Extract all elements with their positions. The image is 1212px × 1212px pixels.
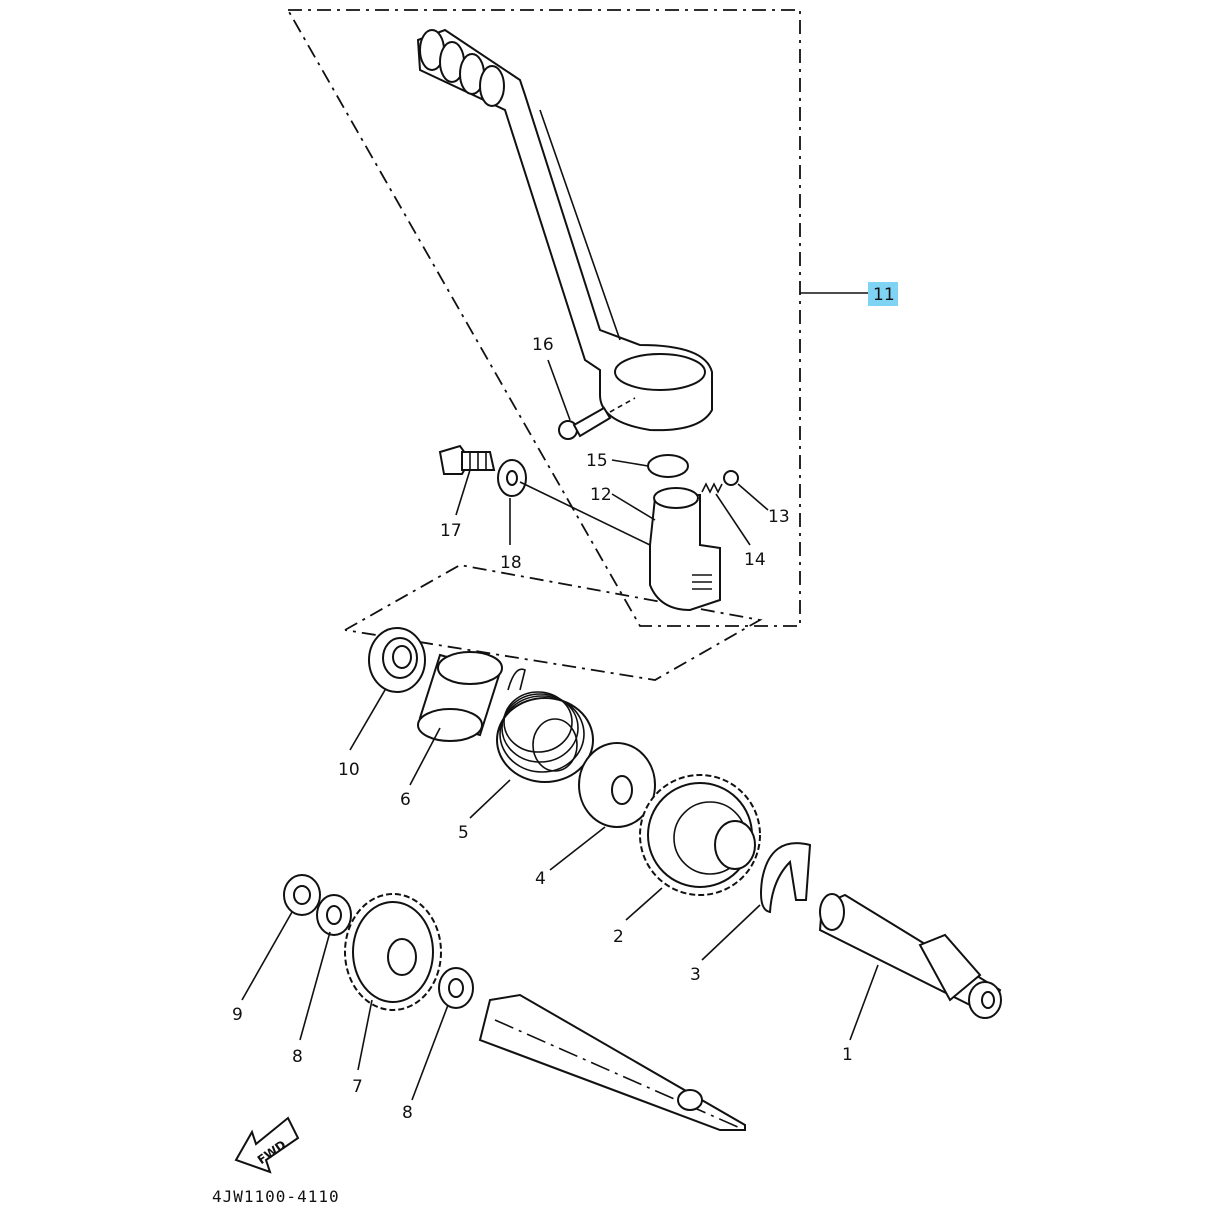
ball-13 <box>723 470 739 486</box>
bolt-17 <box>438 444 496 475</box>
leader-lines <box>241 292 879 1101</box>
o-ring-15 <box>647 454 689 478</box>
callout-10: 10 <box>338 760 360 780</box>
callout-2: 2 <box>613 927 624 947</box>
spring-14 <box>701 482 723 494</box>
bushing-6 <box>417 651 503 742</box>
circlip-3 <box>760 842 812 914</box>
washer-18 <box>497 459 527 497</box>
callout-16: 16 <box>532 335 554 355</box>
callout-5: 5 <box>458 823 469 843</box>
kick-lever <box>416 28 713 432</box>
washer-4 <box>578 742 656 828</box>
callout-9: 9 <box>232 1005 243 1025</box>
kick-axle-1 <box>818 893 1002 1019</box>
washer-8-lower <box>438 967 474 1009</box>
assembly-label: 11 <box>873 285 895 305</box>
callout-3: 3 <box>690 965 701 985</box>
callout-labels: 1 2 3 4 5 6 7 8 8 9 10 12 13 14 15 16 17… <box>232 335 853 1123</box>
washer-8-upper <box>316 894 352 936</box>
callout-12: 12 <box>590 485 612 505</box>
torsion-spring-5 <box>496 668 594 783</box>
callout-6: 6 <box>400 790 411 810</box>
callout-13: 13 <box>768 507 790 527</box>
kick-gear-2 <box>639 774 761 896</box>
callout-17: 17 <box>440 521 462 541</box>
oil-seal-10 <box>368 627 426 693</box>
callout-4: 4 <box>535 869 546 889</box>
callout-14: 14 <box>744 550 766 570</box>
callout-1: 1 <box>842 1045 853 1065</box>
idle-gear-7 <box>344 893 442 1011</box>
fwd-arrow: FWD <box>234 1116 300 1174</box>
callout-15: 15 <box>586 451 608 471</box>
drawing-code: 4JW1100-4110 <box>212 1187 340 1206</box>
callout-18: 18 <box>500 553 522 573</box>
shaft <box>478 993 746 1131</box>
bolt-16 <box>558 397 636 440</box>
assembly-boundary <box>287 9 801 681</box>
callout-8-lower: 8 <box>402 1103 413 1123</box>
callout-7: 7 <box>352 1077 363 1097</box>
assembly-label-highlight <box>868 282 898 306</box>
callout-8-upper: 8 <box>292 1047 303 1067</box>
kick-boss-12 <box>649 487 721 612</box>
circlip-9 <box>283 874 321 916</box>
